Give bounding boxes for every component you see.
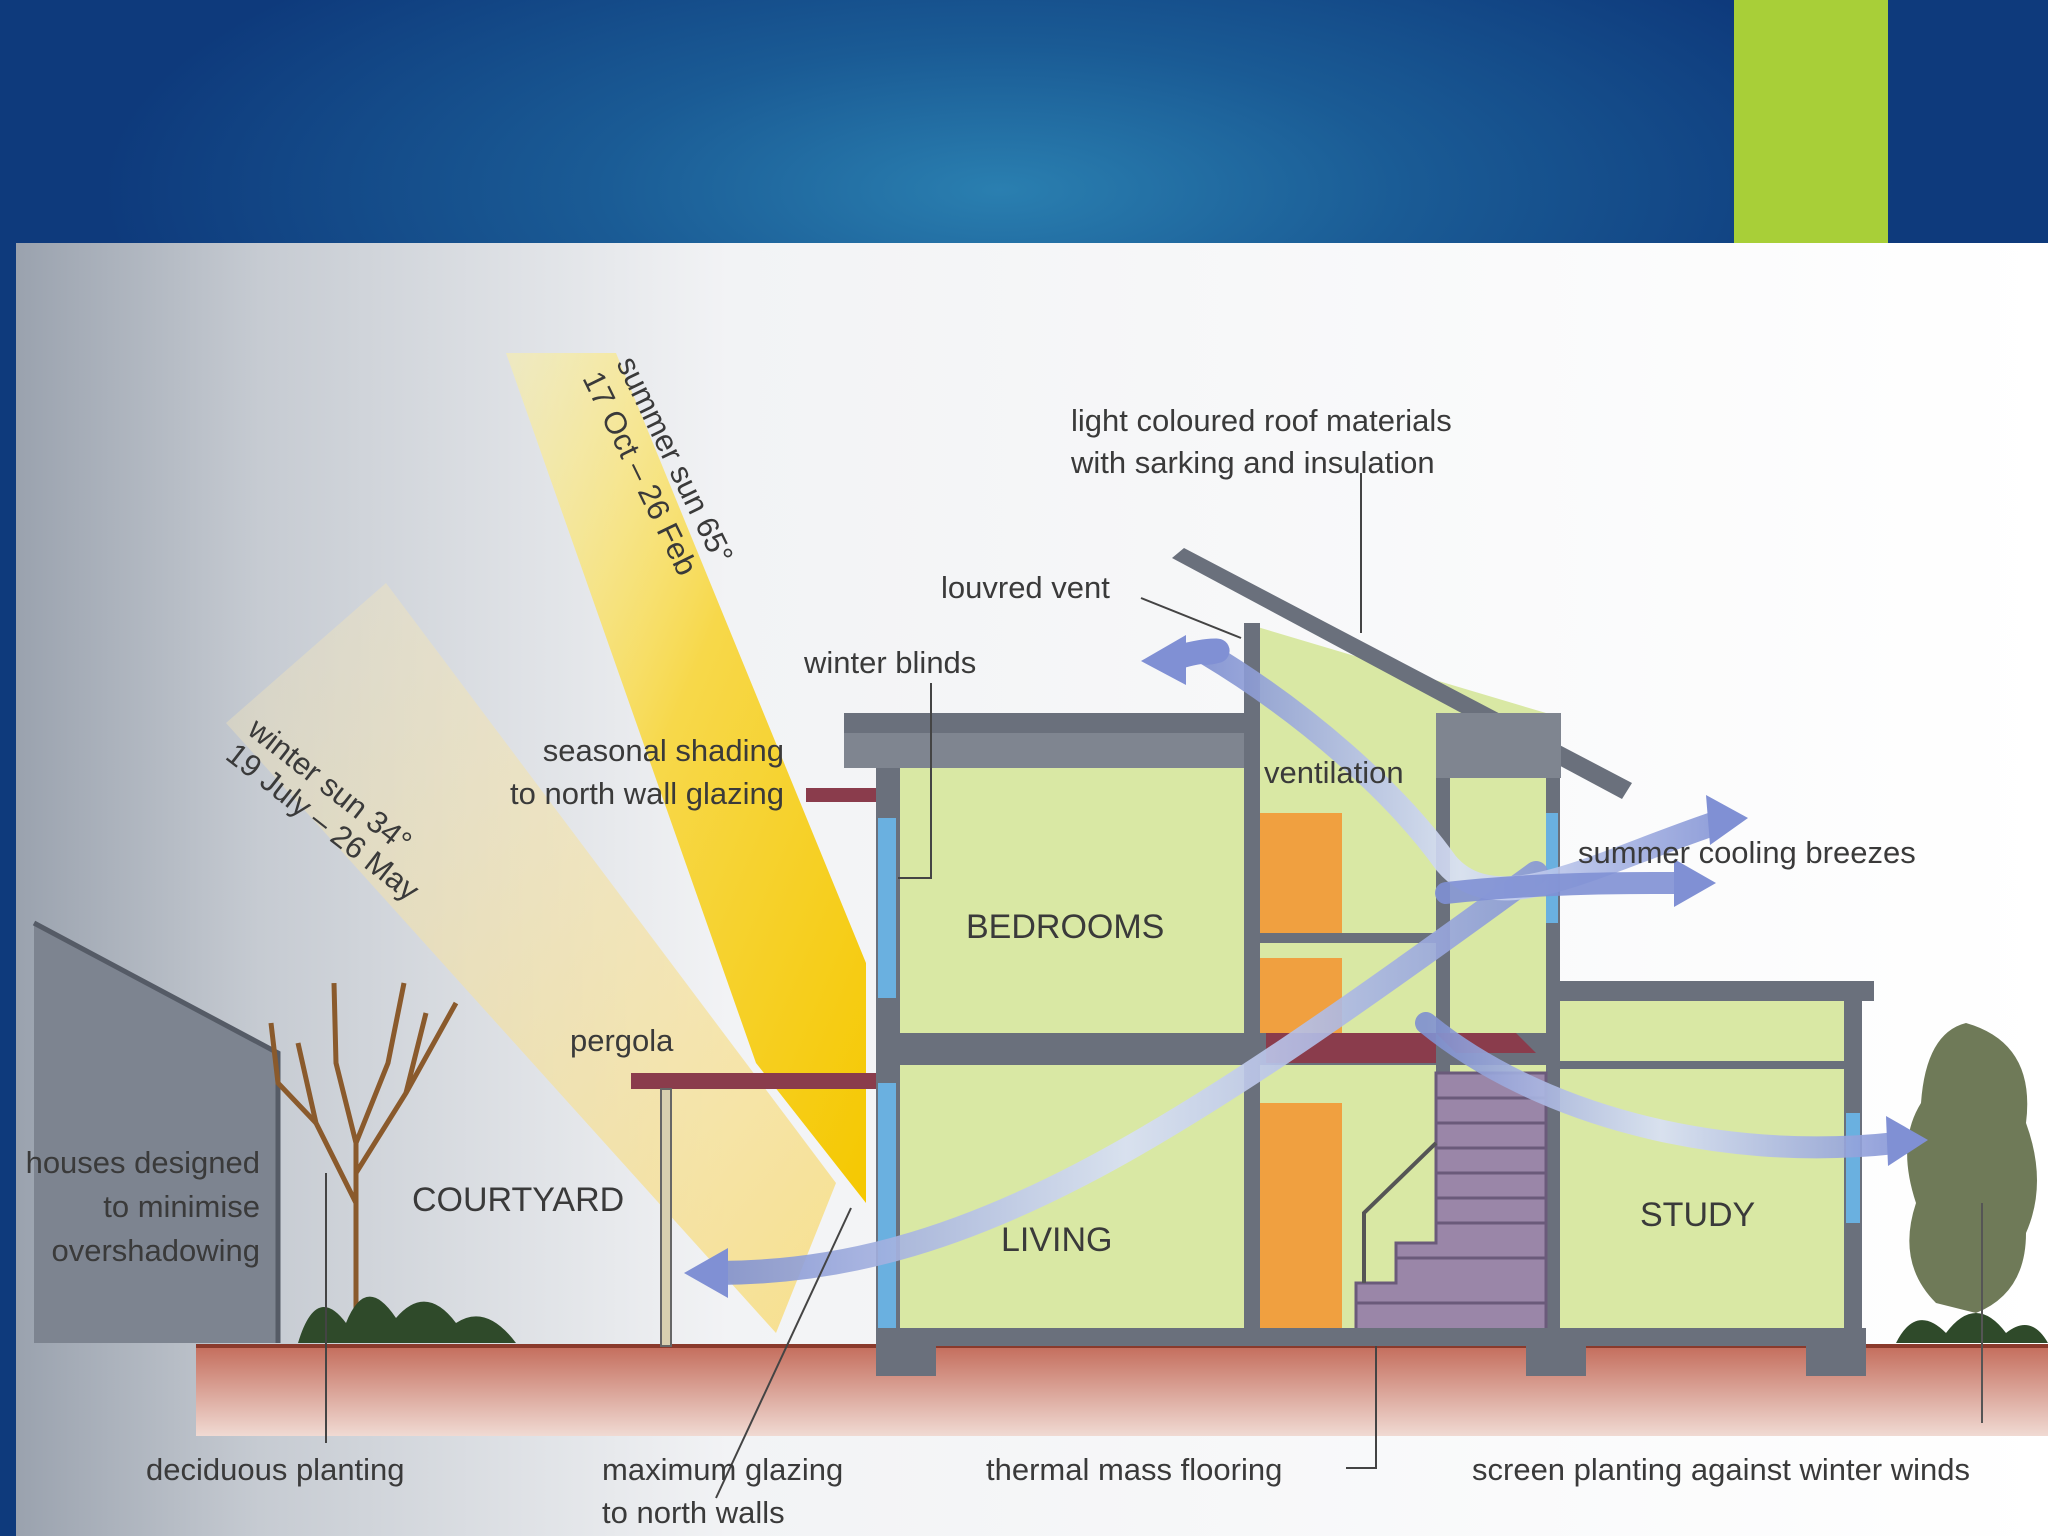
room-bedrooms: BEDROOMS — [966, 908, 1164, 946]
breeze-arrows — [684, 635, 1928, 1298]
roof-insulation-label: with sarking and insulation — [1070, 445, 1435, 480]
maximum-glazing-label: maximum glazing — [602, 1452, 843, 1487]
north-wall-glazing-label: to north wall glazing — [510, 776, 784, 811]
deciduous-planting-label: deciduous planting — [146, 1452, 405, 1487]
roof-materials-label: light coloured roof materials — [1071, 403, 1452, 438]
room-study: STUDY — [1640, 1196, 1755, 1234]
arrow-head-vent-icon — [1141, 635, 1186, 685]
pergola — [631, 1073, 876, 1347]
room-courtyard: COURTYARD — [412, 1181, 624, 1219]
arrow-head-study-icon — [1886, 1116, 1928, 1166]
breeze-arrow-vent — [1194, 641, 1728, 901]
screen-planting-label: screen planting against winter winds — [1472, 1452, 1970, 1487]
houses-designed-label: houses designed — [26, 1145, 260, 1180]
ground — [196, 1346, 2048, 1436]
neighbouring-house — [34, 923, 278, 1343]
room-living: LIVING — [1001, 1221, 1112, 1259]
accent-bar — [1734, 0, 1888, 243]
shrubs-left — [298, 1296, 516, 1343]
screen-planting-tree — [1896, 1023, 2048, 1423]
passive-solar-house-diagram: summer sun 65° 17 Oct – 26 Feb winter su… — [16, 243, 2048, 1536]
breeze-arrow-right-lower — [1435, 872, 1687, 904]
minimise-label: to minimise — [103, 1189, 260, 1224]
breeze-arrow-living — [704, 861, 1548, 1285]
winter-blinds-label: winter blinds — [803, 645, 976, 680]
arrow-head-right-mid-icon — [1674, 859, 1716, 907]
ventilation-label: ventilation — [1264, 755, 1404, 790]
summer-sun-beam — [506, 353, 866, 1203]
leader-lines — [325, 473, 1377, 1499]
arrow-head-left-icon — [684, 1248, 728, 1298]
seasonal-shading-label: seasonal shading — [543, 733, 784, 768]
thermal-mass-flooring-label: thermal mass flooring — [986, 1452, 1282, 1487]
north-walls-label: to north walls — [602, 1495, 785, 1530]
seasonal-shading-awning — [806, 788, 876, 802]
louvred-vent-label: louvred vent — [941, 570, 1110, 605]
overshadowing-label: overshadowing — [51, 1233, 260, 1268]
pergola-label: pergola — [570, 1023, 674, 1058]
arrow-head-right-top-icon — [1706, 795, 1748, 845]
summer-cooling-breezes-label: summer cooling breezes — [1578, 835, 1916, 870]
breeze-arrow-study — [1415, 1012, 1907, 1159]
deciduous-tree — [268, 982, 459, 1343]
winter-sun-beam — [226, 583, 836, 1333]
